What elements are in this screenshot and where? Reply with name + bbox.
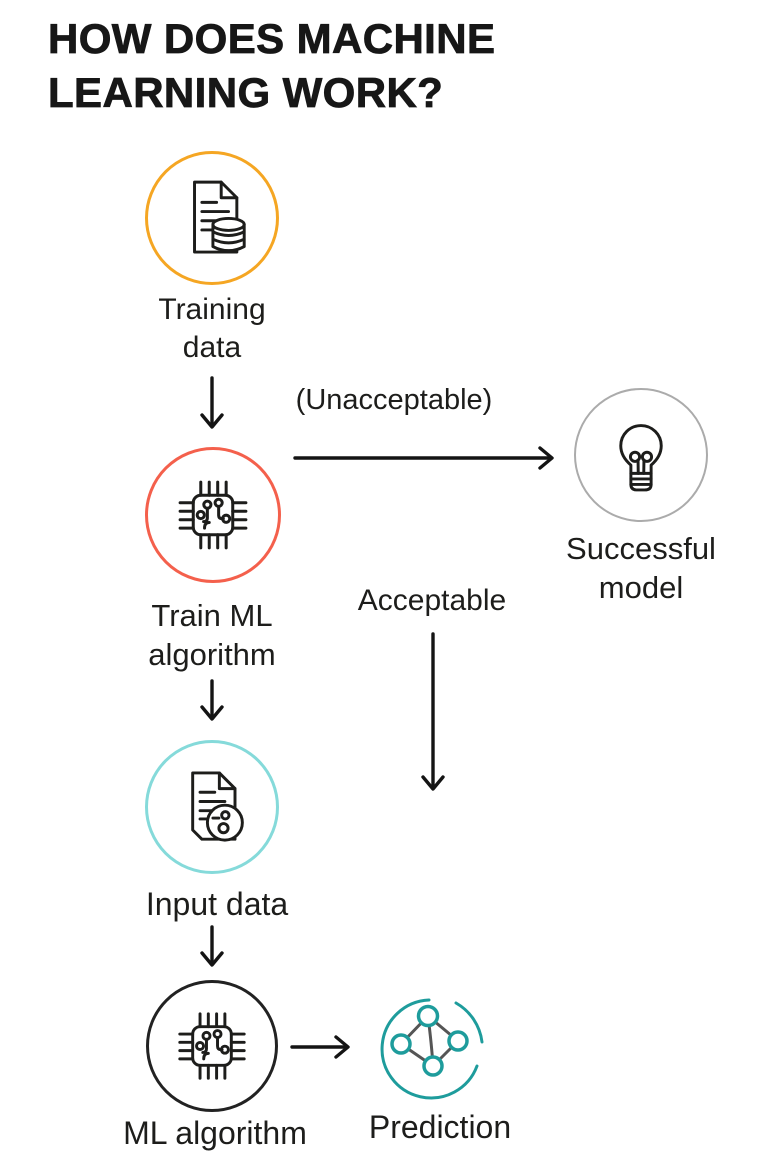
- node-training-data: [145, 151, 279, 285]
- document-database-icon: [193, 180, 246, 254]
- arrow-input-to-mlalgorithm: [200, 925, 224, 967]
- label-input-data: Input data: [145, 886, 289, 922]
- arrow-train-to-successful: [293, 446, 554, 470]
- label-successful-model: Successful model: [566, 531, 716, 606]
- arrow-train-to-input: [200, 679, 224, 721]
- arrow-acceptable-down: [421, 632, 445, 791]
- chip-icon: [178, 1012, 246, 1080]
- node-successful-model: [574, 388, 708, 522]
- label-acceptable: Acceptable: [357, 584, 507, 617]
- node-input-data: [145, 740, 279, 874]
- arrow-mlalgorithm-to-prediction: [290, 1035, 350, 1059]
- lightbulb-icon: [619, 424, 663, 492]
- arrow-training-to-train: [200, 376, 224, 429]
- label-ml-algorithm: ML algorithm: [123, 1115, 307, 1151]
- node-train-ml-algorithm: [145, 447, 281, 583]
- label-training-data: Training data: [158, 293, 266, 364]
- node-ml-algorithm: [146, 980, 278, 1112]
- label-unacceptable: (Unacceptable): [295, 384, 493, 416]
- chip-icon: [178, 480, 248, 550]
- page-title: HOW DOES MACHINE LEARNING WORK?: [48, 15, 496, 117]
- label-prediction: Prediction: [368, 1109, 512, 1145]
- network-graph-icon: [380, 998, 484, 1100]
- document-percent-icon: [191, 771, 244, 842]
- label-train-ml-algorithm: Train ML algorithm: [148, 598, 276, 673]
